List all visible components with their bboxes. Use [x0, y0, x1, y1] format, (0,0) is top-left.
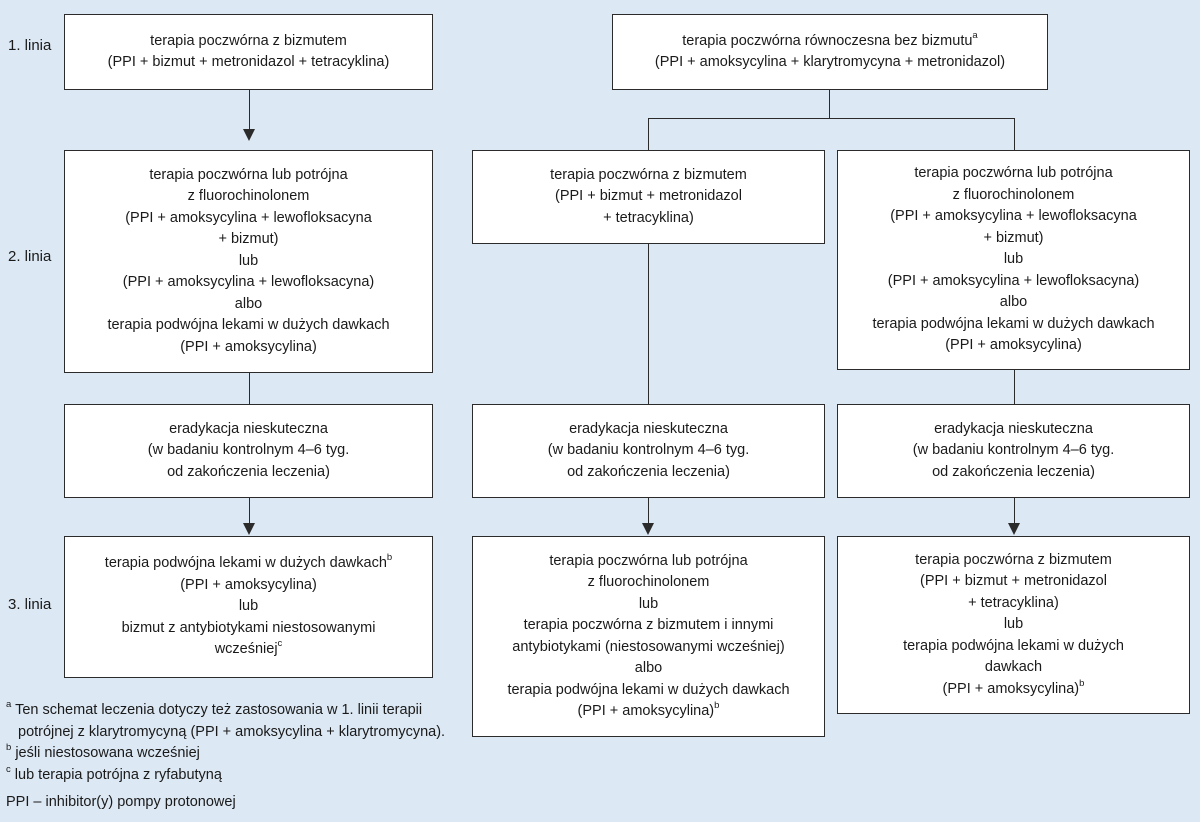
footnote-mark: b: [6, 742, 12, 754]
box-text: antybiotykami (niestosowanymi wcześniej): [512, 638, 785, 655]
mid-second-line-box: terapia poczwórna z bizmutem (PPI + bizm…: [472, 150, 825, 244]
box-text: (PPI + amoksycylina): [945, 337, 1082, 354]
footnote-mark: c: [277, 638, 283, 650]
box-text: terapia poczwórna z bizmutem: [915, 551, 1112, 568]
box-text: od zakończenia leczenia): [932, 463, 1095, 480]
footnote-c: c lub terapia potrójna z ryfabutyną: [6, 763, 222, 783]
box-text: od zakończenia leczenia): [167, 463, 330, 480]
connector: [1014, 497, 1015, 523]
box-text: wcześniejc: [214, 638, 283, 658]
left-first-line-box: terapia poczwórna z bizmutem (PPI + bizm…: [64, 14, 433, 90]
box-text: terapia poczwórna lub potrójna: [549, 552, 748, 569]
row-label-line1: 1. linia: [8, 37, 52, 54]
box-text: eradykacja nieskuteczna: [569, 420, 728, 437]
right-failure-box: eradykacja nieskuteczna (w badaniu kontr…: [837, 404, 1190, 498]
box-text: + bizmut): [983, 229, 1044, 246]
box-text: terapia poczwórna lub potrójna: [149, 166, 348, 183]
box-text: terapia podwójna lekami w dużych dawkach: [872, 315, 1155, 332]
box-text: (PPI + amoksycylina)b: [577, 700, 720, 719]
box-text: (PPI + amoksycylina)b: [942, 677, 1085, 697]
connector: [1014, 118, 1015, 150]
box-text: (w badaniu kontrolnym 4–6 tyg.: [912, 442, 1115, 459]
box-text: bizmut z antybiotykami niestosowanymi: [121, 619, 376, 636]
connector: [648, 497, 649, 523]
box-text: (PPI + bizmut + metronidazol: [920, 573, 1107, 590]
box-text: lub: [638, 595, 659, 612]
box-text: terapia poczwórna z bizmutem: [150, 32, 347, 49]
footnote-mark: b: [386, 552, 393, 564]
box-text: albo: [634, 660, 663, 676]
box-text: od zakończenia leczenia): [567, 463, 730, 480]
box-text: (w badaniu kontrolnym 4–6 tyg.: [147, 442, 350, 459]
box-text: lub: [1003, 616, 1024, 633]
box-text: z fluorochinolonem: [952, 186, 1075, 203]
box-text: terapia podwójna lekami w dużych dawkach…: [104, 552, 393, 572]
connector: [249, 497, 250, 523]
box-text: (PPI + bizmut + metronidazol + tetracykl…: [107, 54, 390, 70]
right-third-line-box: terapia poczwórna z bizmutem (PPI + bizm…: [837, 536, 1190, 714]
arrow-head: [642, 523, 654, 535]
box-text: lub: [238, 598, 259, 615]
footnotes: a Ten schemat leczenia dotyczy też zasto…: [6, 700, 445, 814]
box-text: terapia podwójna lekami w dużych dawkach: [107, 317, 390, 334]
footnote-a-cont: potrójnej z klarytromycyną (PPI + amoksy…: [18, 723, 446, 740]
box-text: terapia podwójna lekami w dużych: [903, 637, 1124, 654]
footnote-mark: a: [972, 29, 978, 41]
arrow-head: [1008, 523, 1020, 535]
box-text: albo: [234, 295, 263, 312]
footnote-mark: b: [1079, 677, 1085, 689]
box-text: + tetracyklina): [968, 594, 1059, 611]
footnote-a: a Ten schemat leczenia dotyczy też zasto…: [6, 699, 423, 718]
left-second-line-box: terapia poczwórna lub potrójna z fluoroc…: [64, 150, 433, 373]
box-text: dawkach: [984, 659, 1043, 676]
abbreviation-note: PPI – inhibitor(y) pompy protonowej: [6, 794, 236, 810]
mid-third-line-box: terapia poczwórna lub potrójna z fluoroc…: [472, 536, 825, 737]
box-text: (PPI + amoksycylina + lewofloksacyna: [125, 209, 372, 226]
box-text: (PPI + bizmut + metronidazol: [555, 188, 742, 205]
box-text: lub: [1003, 251, 1024, 268]
box-text: (PPI + amoksycylina + lewofloksacyna): [887, 272, 1140, 289]
box-text: (w badaniu kontrolnym 4–6 tyg.: [547, 442, 750, 459]
connector: [648, 118, 649, 150]
arrow-head: [243, 523, 255, 535]
left-third-line-box: terapia podwójna lekami w dużych dawkach…: [64, 536, 433, 678]
row-label-line2: 2. linia: [8, 248, 52, 265]
box-text: albo: [999, 294, 1028, 311]
footnote-mark: c: [6, 763, 11, 775]
mid-failure-box: eradykacja nieskuteczna (w badaniu kontr…: [472, 404, 825, 498]
box-text: (PPI + amoksycylina): [180, 576, 317, 593]
box-text: terapia poczwórna z bizmutem: [550, 166, 747, 183]
box-text: eradykacja nieskuteczna: [934, 420, 1093, 437]
box-text: terapia poczwórna równoczesna bez bizmut…: [682, 29, 978, 49]
connector: [249, 89, 250, 129]
row-label-line3: 3. linia: [8, 596, 52, 613]
arrow-head: [243, 129, 255, 141]
box-text: terapia poczwórna z bizmutem i innymi: [523, 617, 774, 633]
box-text: + tetracyklina): [603, 209, 694, 226]
connector: [648, 118, 1015, 119]
connector: [249, 372, 250, 404]
box-text: (PPI + amoksycylina + lewofloksacyna): [122, 274, 375, 291]
box-text: z fluorochinolonem: [187, 188, 310, 205]
connector: [829, 89, 830, 118]
box-text: (PPI + amoksycylina + klarytromycyna + m…: [654, 54, 1006, 70]
right-first-line-box: terapia poczwórna równoczesna bez bizmut…: [612, 14, 1048, 90]
box-text: eradykacja nieskuteczna: [169, 420, 328, 437]
right-second-line-box: terapia poczwórna lub potrójna z fluoroc…: [837, 150, 1190, 370]
connector: [648, 243, 649, 404]
footnote-mark: a: [6, 699, 12, 711]
box-text: z fluorochinolonem: [587, 574, 710, 590]
box-text: (PPI + amoksycylina): [180, 338, 317, 355]
box-text: terapia poczwórna lub potrójna: [914, 165, 1113, 182]
footnote-mark: b: [714, 700, 720, 712]
box-text: terapia podwójna lekami w dużych dawkach: [507, 681, 790, 698]
box-text: (PPI + amoksycylina + lewofloksacyna: [890, 208, 1137, 225]
box-text: + bizmut): [218, 231, 279, 248]
connector: [1014, 369, 1015, 404]
footnote-b: b jeśli niestosowana wcześniej: [6, 742, 200, 761]
left-failure-box: eradykacja nieskuteczna (w badaniu kontr…: [64, 404, 433, 498]
box-text: lub: [238, 252, 259, 269]
